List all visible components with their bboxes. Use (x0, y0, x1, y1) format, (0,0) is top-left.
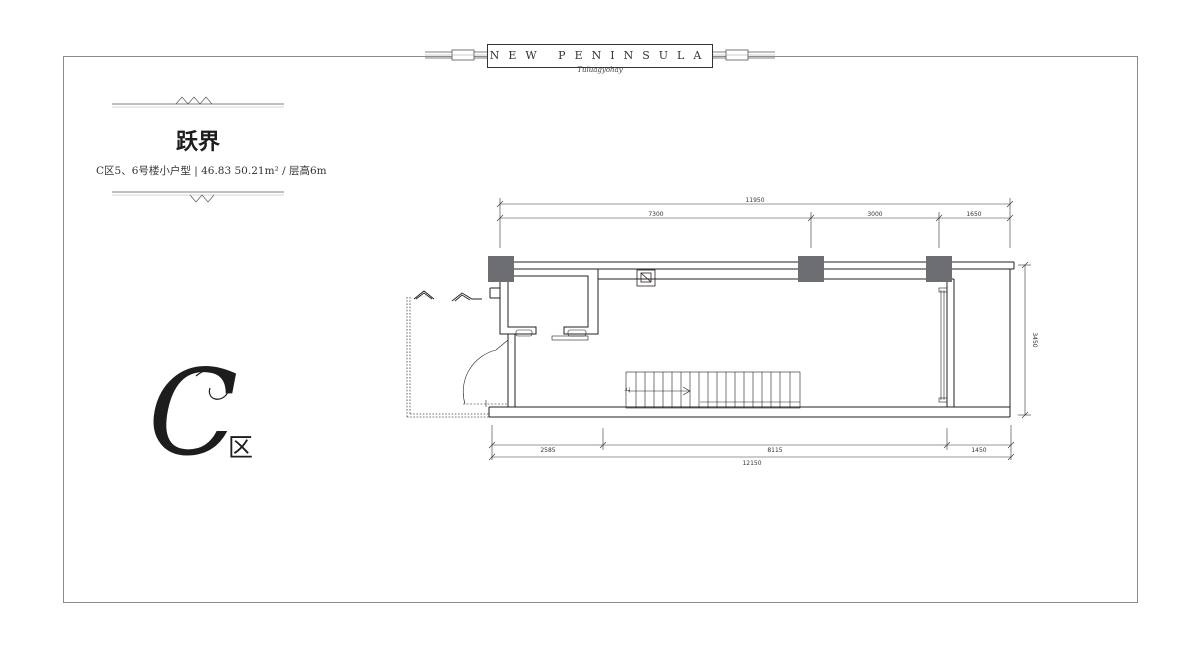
plan-subtitle: C区5、6号楼小户型 | 46.83 50.21m² / 层高6m (96, 165, 327, 177)
balcony-window (938, 287, 948, 403)
ac-bracket-icon (413, 290, 482, 302)
railing (406, 297, 489, 418)
dim-top-segment-2: 3000 (867, 211, 882, 218)
walls (488, 261, 1015, 418)
plan-title: 跃界 (175, 129, 220, 155)
dim-bottom-total: 12150 (742, 460, 761, 467)
dim-top-total: 11950 (745, 197, 764, 204)
title-divider-top (112, 96, 284, 108)
dim-bottom-segment-3: 1450 (971, 447, 986, 454)
column-2 (798, 256, 824, 282)
staircase (625, 371, 801, 409)
title-divider-bottom (112, 191, 284, 203)
vent-shaft-icon (636, 269, 656, 287)
bathroom-fixtures (515, 329, 589, 341)
stair-up-label: 上 (624, 387, 632, 393)
dimension-lines (488, 198, 1031, 461)
dim-bottom-segment-1: 2585 (540, 447, 555, 454)
column-3 (926, 256, 952, 282)
dim-top-segment-1: 7300 (648, 211, 663, 218)
header-ornament-left (425, 49, 487, 61)
header-ornament-right (713, 49, 775, 61)
dim-right: 3450 (1031, 332, 1038, 347)
brand-script: Tuluagyohay (577, 66, 623, 74)
zone-swash-icon (195, 368, 231, 400)
zone-letter: C (148, 344, 239, 482)
dim-top-segment-3: 1650 (966, 211, 981, 218)
dim-bottom-segment-2: 8115 (767, 447, 782, 454)
column-1 (488, 256, 514, 282)
brand-badge: NEW PENINSULA (487, 44, 713, 68)
entry-door (462, 339, 509, 407)
brand-title: NEW PENINSULA (489, 49, 711, 62)
zone-word: 区 (228, 433, 254, 462)
